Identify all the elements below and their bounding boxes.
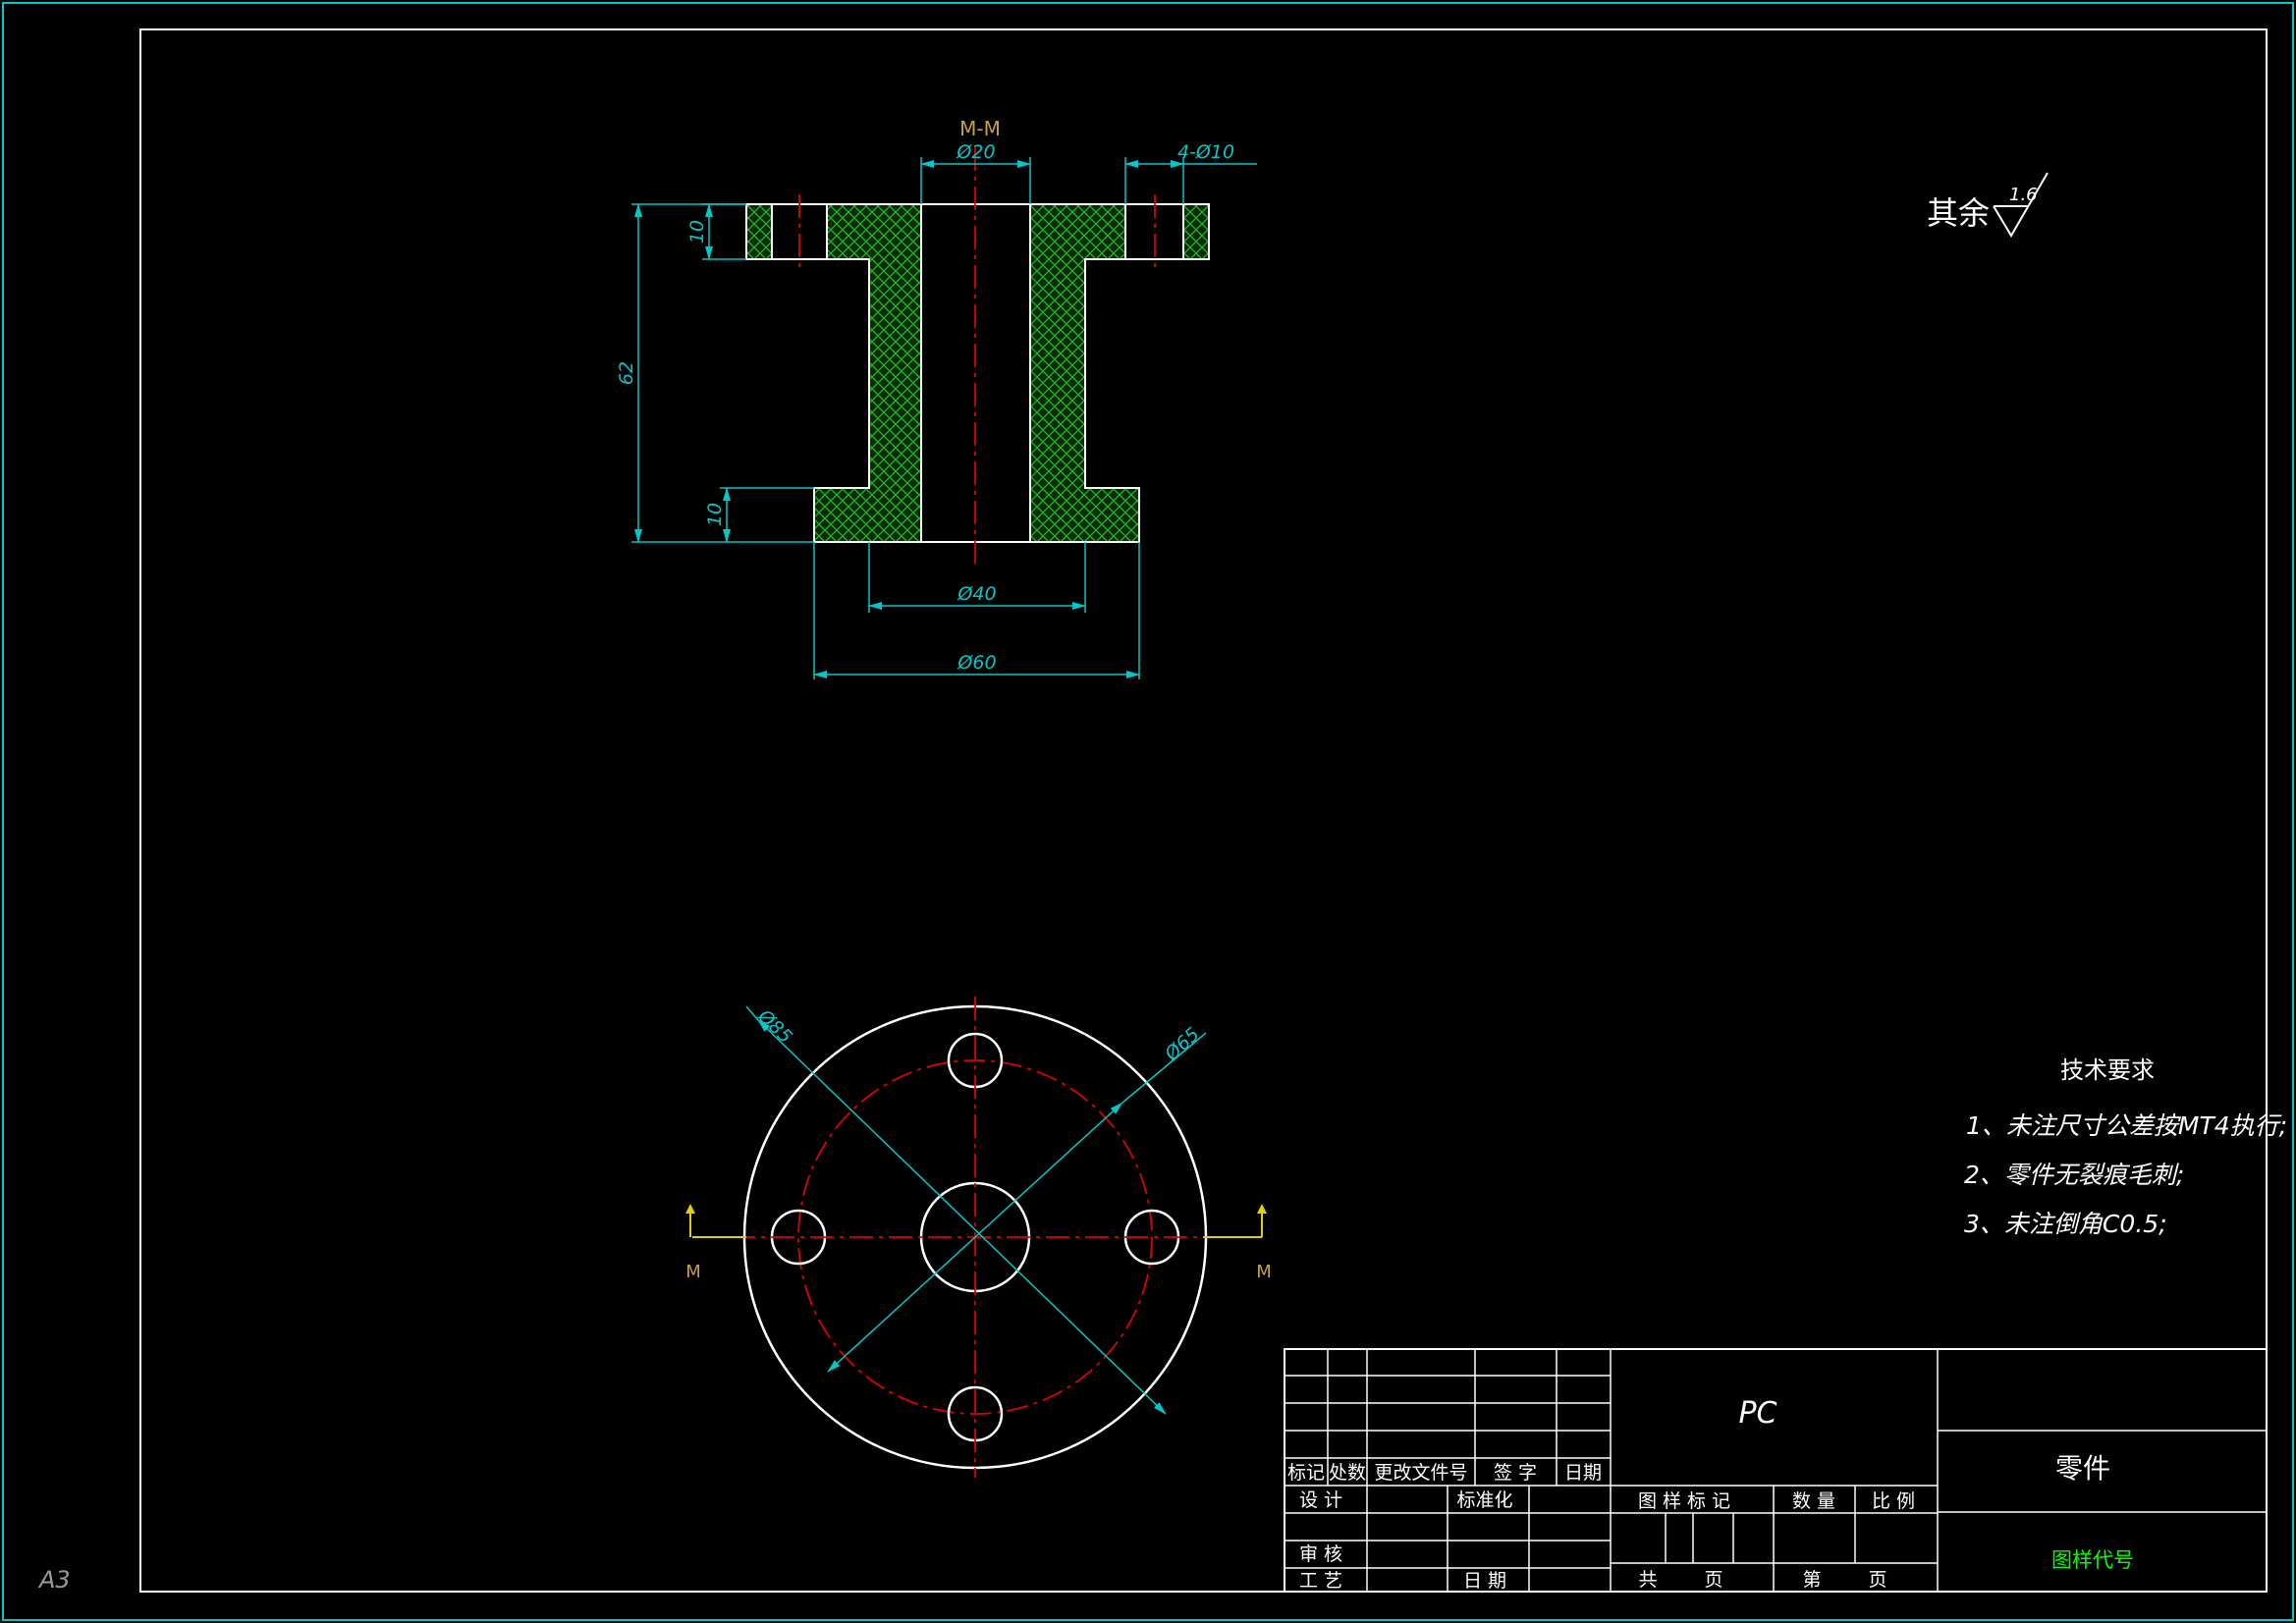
dim-outer-diameter: Ø85 [753,1004,796,1048]
section-cut-line [689,1210,1263,1238]
dim-holes: 4-Ø10 [1177,141,1234,163]
cut-label-right: M [1256,1262,1272,1282]
dim-hub: Ø40 [957,583,996,605]
cut-label-left: M [685,1262,701,1282]
scale-label: 比 例 [1872,1490,1915,1512]
rev-date-header: 日期 [1564,1462,1602,1484]
part-name: 零件 [2055,1452,2110,1485]
title-block: 标记 处数 更改文件号 签 字 日期 设 计 标准化 审 核 工 艺 日 期 图… [1284,1348,2268,1593]
rev-count-header: 处数 [1329,1462,1366,1484]
dim-height: 62 [616,361,637,385]
page-label: 页 [1704,1569,1722,1591]
roughness-value: 1.6 [2009,185,2038,205]
dim-flange-top: 10 [686,220,708,243]
dim-pitch-diameter: Ø65 [1160,1023,1204,1065]
section-view: M-M [616,117,1257,679]
total-label: 共 [1638,1569,1657,1591]
tech-req-item: 1、未注尺寸公差按MT4执行; [1966,1111,2287,1140]
drawing-code: 图样代号 [2051,1548,2134,1572]
dim-base: Ø60 [957,652,996,674]
sheet-no-label: 第 [1802,1569,1821,1591]
design-label: 设 计 [1299,1489,1342,1511]
tech-req-item: 3、未注倒角C0.5; [1964,1210,2167,1238]
roughness-label: 其余 [1927,194,1990,232]
plan-view: M M Ø85 Ø65 [685,997,1272,1478]
dim-flange-bottom: 10 [704,503,726,526]
standard-label: 标准化 [1456,1489,1512,1511]
pattern-mark-label: 图 样 标 记 [1638,1490,1730,1512]
process-label: 工 艺 [1299,1570,1342,1592]
page2-label: 页 [1868,1569,1886,1591]
dim-bore: Ø20 [956,141,995,163]
quantity-label: 数 量 [1792,1490,1835,1512]
tech-req-title: 技术要求 [2060,1056,2155,1084]
sheet-size-label: A3 [37,1566,71,1594]
drawing-border [139,28,2268,1593]
rev-sign-header: 签 字 [1494,1462,1537,1484]
tech-req-item: 2、零件无裂痕毛刺; [1964,1161,2184,1189]
rev-mark-header: 标记 [1287,1462,1325,1484]
surface-roughness-symbol: 其余 1.6 [1927,172,2049,238]
rev-doc-header: 更改文件号 [1374,1462,1467,1484]
material-value: PC [1738,1396,1777,1431]
section-title: M-M [959,117,1001,140]
review-label: 审 核 [1299,1543,1342,1565]
date-label: 日 期 [1463,1570,1506,1592]
technical-requirements: 技术要求 1、未注尺寸公差按MT4执行; 2、零件无裂痕毛刺; 3、未注倒角C0… [1964,1056,2287,1238]
